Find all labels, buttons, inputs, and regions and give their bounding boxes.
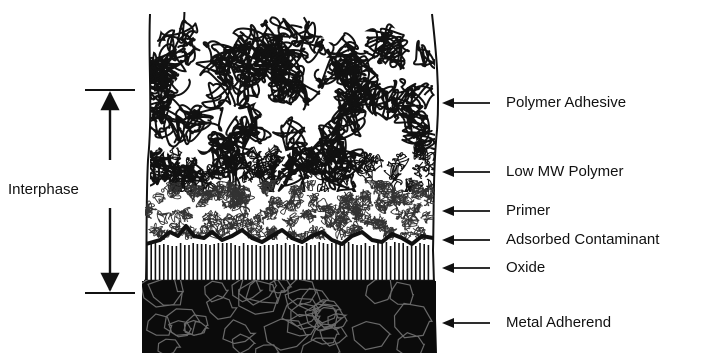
leader-arrows [442,98,490,328]
low-mw-coil [393,153,409,172]
oxide-layer [144,242,435,281]
arrowhead-oxide [442,263,454,273]
primer-strand [144,208,153,218]
primer-strand [168,210,180,222]
polymer-coil [158,9,197,45]
label-polymer-adhesive: Polymer Adhesive [506,94,626,112]
polymer-coil [188,106,223,134]
interphase-label: Interphase [8,181,79,199]
polymer-coils [130,9,439,197]
primer-strand [157,211,169,225]
arrowhead-polymer-adhesive [442,98,454,108]
primer-strand [421,212,434,223]
polymer-coil [202,75,241,108]
arrowhead-adsorbed-contaminant [442,235,454,245]
low-mw-coil [168,148,182,160]
primer-strand [240,204,250,217]
primer-strand [181,207,193,221]
arrowhead-metal-adherend [442,318,454,328]
label-low-mw-polymer: Low MW Polymer [506,163,624,181]
primer-strand [282,216,293,227]
label-adsorbed-contaminant: Adsorbed Contaminant [506,231,659,249]
primer-strand [153,193,165,204]
label-primer: Primer [506,202,550,220]
arrowhead-primer [442,206,454,216]
label-metal-adherend: Metal Adherend [506,314,611,332]
label-oxide: Oxide [506,259,545,277]
arrowhead-low-mw-polymer [442,167,454,177]
